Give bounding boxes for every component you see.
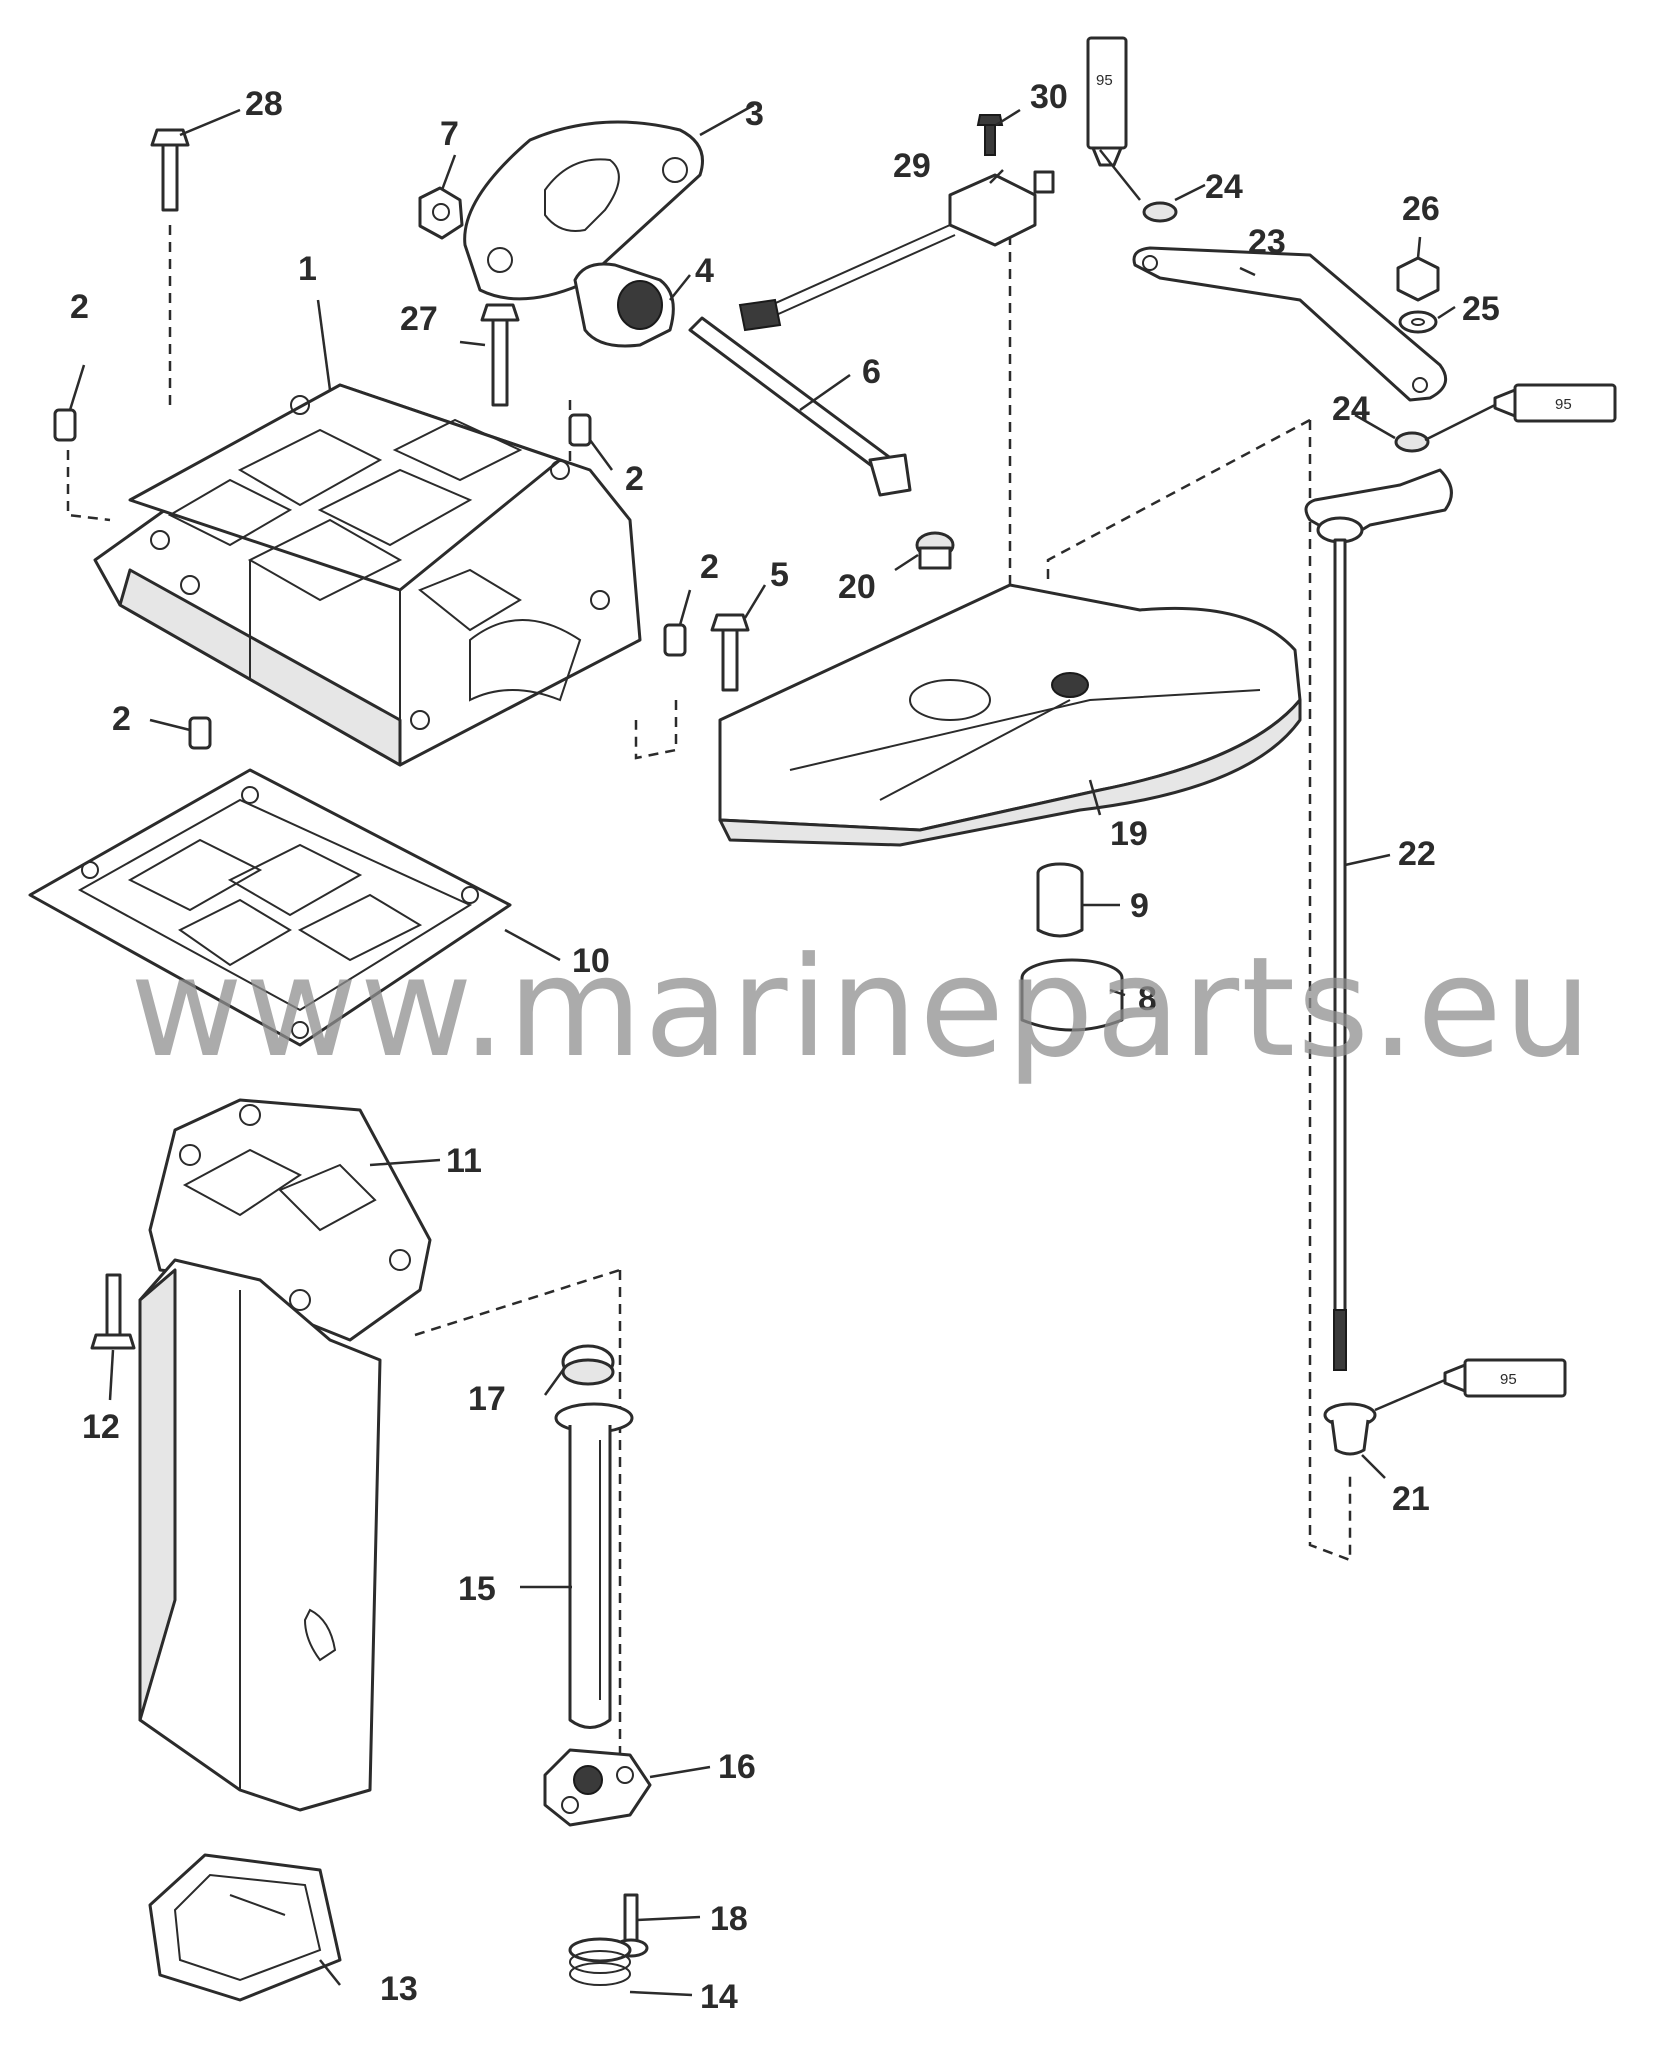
callout-9: 9 <box>1130 887 1149 925</box>
leader-lines <box>68 103 1496 1997</box>
callout-numbers: 28 1 2 2 2 2 7 3 4 27 6 5 20 19 9 8 10 1… <box>70 78 1500 2016</box>
callout-28: 28 <box>245 85 283 123</box>
callout-13: 13 <box>380 1970 418 2008</box>
sealant-tube-right-bottom: 95 <box>1443 1358 1567 1398</box>
alignment-lines <box>66 225 1352 1760</box>
callout-22: 22 <box>1398 835 1436 873</box>
long-bolt <box>688 316 912 497</box>
water-tube-seal <box>543 1748 652 1827</box>
sealant-tube-right-top: 95 <box>1493 383 1617 423</box>
sensor-29 <box>738 170 1055 332</box>
nut-26 <box>1396 256 1440 302</box>
washer-25 <box>1398 310 1438 334</box>
screw-30 <box>976 114 1004 156</box>
bushing-9 <box>1036 862 1084 938</box>
gasket <box>28 768 512 1047</box>
screw-12 <box>90 1273 136 1350</box>
callout-1: 1 <box>298 250 317 288</box>
callout-29: 29 <box>893 147 931 185</box>
plug-20 <box>915 531 955 570</box>
sealant-tube-top: 95 <box>1086 36 1128 167</box>
callout-23: 23 <box>1248 223 1286 261</box>
callout-21: 21 <box>1392 1480 1430 1518</box>
callout-2b: 2 <box>625 460 644 498</box>
callout-7: 7 <box>440 115 459 153</box>
callout-26: 26 <box>1402 190 1440 228</box>
callout-2c: 2 <box>700 548 719 586</box>
adapter-plate-housing <box>93 383 642 767</box>
nut-7 <box>418 186 464 240</box>
dowel-pins <box>53 408 687 750</box>
callout-15: 15 <box>458 1570 496 1608</box>
rubber-mount <box>573 262 675 348</box>
bottom-cowl-pan <box>718 583 1302 847</box>
bolt-5 <box>710 613 750 692</box>
bolt-27 <box>480 303 520 407</box>
callout-14: 14 <box>700 1978 738 2016</box>
sealant-tube-right-top-label: 95 <box>1555 396 1572 413</box>
callout-12: 12 <box>82 1408 120 1446</box>
sealant-tube-top-label: 95 <box>1096 72 1113 89</box>
nuts-24 <box>1142 201 1430 453</box>
callout-2a: 2 <box>70 288 89 326</box>
link-arm <box>1132 246 1448 402</box>
sealant-tube-right-bottom-label: 95 <box>1500 1371 1517 1388</box>
rubber-pad-8 <box>1020 958 1124 1032</box>
callout-16: 16 <box>718 1748 756 1786</box>
bolt-28 <box>150 128 190 212</box>
driveshaft-housing <box>138 1098 432 1812</box>
grommet <box>561 1344 615 1386</box>
watermark: www.marineparts.eu <box>130 927 1593 1088</box>
water-tube <box>554 1402 634 1729</box>
callout-11: 11 <box>446 1142 482 1180</box>
callout-27: 27 <box>400 300 438 338</box>
bushing-21 <box>1323 1402 1377 1456</box>
mount-bracket <box>463 120 704 301</box>
callout-10: 10 <box>572 942 610 980</box>
shift-rod <box>1304 468 1453 1371</box>
callout-8: 8 <box>1138 980 1157 1018</box>
callout-18: 18 <box>710 1900 748 1938</box>
callout-3: 3 <box>745 95 764 133</box>
callout-30: 30 <box>1030 78 1068 116</box>
callout-24b: 24 <box>1332 390 1370 428</box>
callout-25: 25 <box>1462 290 1500 328</box>
callout-20: 20 <box>838 568 876 606</box>
callout-6: 6 <box>862 353 881 391</box>
spring <box>568 1937 632 1986</box>
callout-24a: 24 <box>1205 168 1243 206</box>
callout-4: 4 <box>695 252 714 290</box>
lower-mount-frame <box>148 1853 342 2002</box>
callout-19: 19 <box>1110 815 1148 853</box>
callout-2d: 2 <box>112 700 131 738</box>
callout-5: 5 <box>770 556 789 594</box>
callout-17: 17 <box>468 1380 506 1418</box>
